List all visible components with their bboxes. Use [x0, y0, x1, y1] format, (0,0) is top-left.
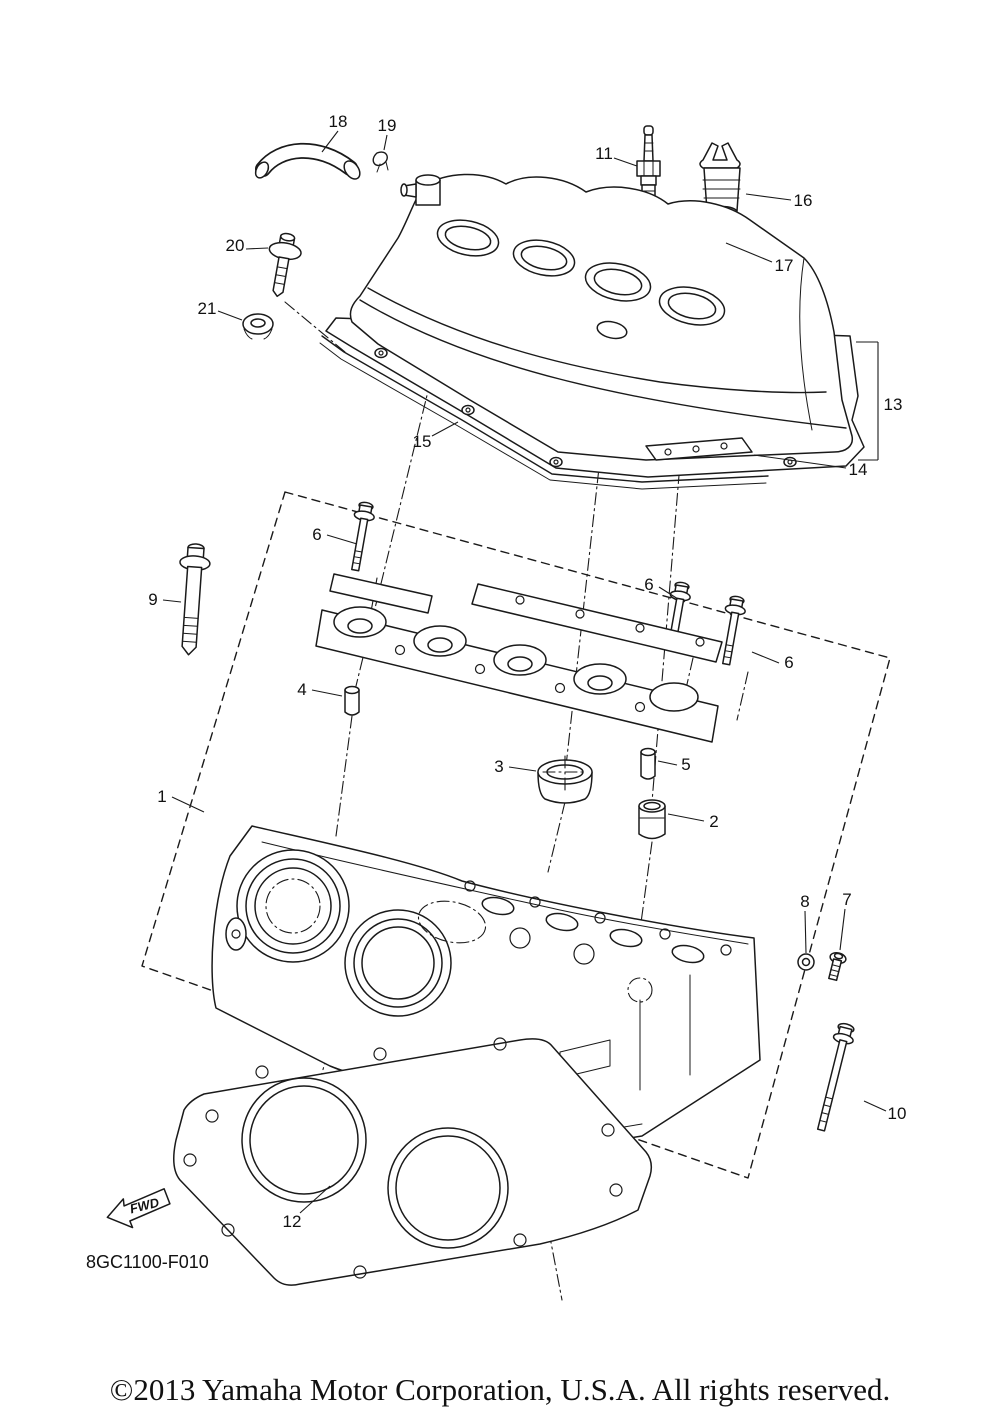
breather-hose: [254, 142, 361, 180]
callout-5: 5: [681, 755, 690, 774]
bolt-20: [268, 232, 302, 298]
valve-lifter-2: [638, 799, 666, 840]
flange-bolt-6b: [667, 581, 691, 652]
copyright-text: ©2013 Yamaha Motor Corporation, U.S.A. A…: [110, 1372, 890, 1407]
fwd-label: FWD: [128, 1195, 161, 1217]
diagram-code: 8GC1100-F010: [86, 1252, 209, 1272]
flange-bolt-6c: [722, 595, 746, 666]
fwd-arrow: FWD: [106, 1188, 171, 1229]
callout-12: 12: [283, 1212, 302, 1231]
callout-21: 21: [198, 299, 217, 318]
dowel-pin-4: [344, 685, 360, 716]
breather-plate-cap: [699, 142, 741, 219]
callouts: 18 19 11 16 17 20 21 15 14 13 9 6 6 6 4 …: [148, 112, 906, 1231]
callout-13: 13: [884, 395, 903, 414]
callout-6c: 6: [784, 653, 793, 672]
callout-9: 9: [148, 590, 157, 609]
head-bolt-9: [179, 543, 211, 656]
bolt-10: [816, 1022, 855, 1132]
callout-7: 7: [842, 890, 851, 909]
cover-ports: [436, 219, 726, 340]
camshaft-caps: [315, 573, 723, 743]
callout-19: 19: [378, 116, 397, 135]
assembly-boundary: [141, 491, 891, 1179]
callout-8: 8: [800, 892, 809, 911]
callout-4: 4: [297, 680, 306, 699]
callout-10: 10: [888, 1104, 907, 1123]
head-cover-gasket: [319, 335, 769, 490]
leader-lines: [162, 130, 887, 1214]
callout-6a: 6: [312, 525, 321, 544]
plug-3: [537, 755, 593, 804]
callout-18: 18: [329, 112, 348, 131]
cylinder-head-cover: [325, 173, 865, 478]
callout-11: 11: [595, 144, 613, 163]
bracket-13: [856, 341, 879, 461]
callout-6b: 6: [644, 575, 653, 594]
dowel-pin-5: [640, 747, 656, 780]
bolt-7: [828, 952, 847, 982]
callout-15: 15: [413, 432, 432, 451]
grommet: [242, 313, 274, 340]
callout-20: 20: [226, 236, 245, 255]
callout-2: 2: [709, 812, 718, 831]
hose-clip: [372, 151, 389, 173]
plate: [645, 437, 753, 461]
callout-1: 1: [157, 787, 166, 806]
head-gasket: [173, 1037, 653, 1286]
callout-16: 16: [794, 191, 813, 210]
callout-3: 3: [494, 757, 503, 776]
callout-14: 14: [849, 460, 868, 479]
callout-17: 17: [775, 256, 794, 275]
breather-neck: [400, 174, 441, 206]
washer: [797, 953, 815, 971]
